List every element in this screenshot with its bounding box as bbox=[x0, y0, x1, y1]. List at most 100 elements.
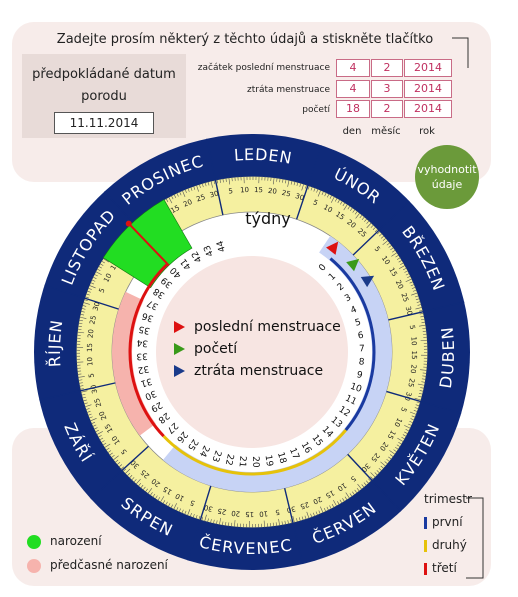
week-number: 37 bbox=[146, 297, 161, 311]
missed-period-day-field[interactable]: 4 bbox=[336, 80, 370, 98]
first-trimester-label: první bbox=[432, 515, 463, 529]
week-number: 30 bbox=[143, 387, 158, 401]
day-label: 25 bbox=[93, 397, 103, 408]
center-legend-2-icon bbox=[174, 343, 185, 355]
day-label: 15 bbox=[86, 343, 94, 352]
week-number: 17 bbox=[287, 447, 301, 461]
last-menstruation-year-field[interactable]: 2014 bbox=[404, 59, 452, 77]
conception-day-field[interactable]: 18 bbox=[336, 100, 370, 118]
day-label: 15 bbox=[254, 186, 263, 194]
center-legend-1-icon bbox=[174, 321, 185, 333]
week-number: 5 bbox=[354, 318, 362, 329]
week-number: 19 bbox=[263, 454, 275, 467]
center-legend-3-label: ztráta menstruace bbox=[194, 363, 323, 379]
week-numbers: 0123456789101112131415161718192021222324… bbox=[136, 239, 365, 468]
week-number: 36 bbox=[141, 310, 155, 323]
elapsed-zone bbox=[162, 235, 392, 492]
day-label: 10 bbox=[174, 491, 186, 502]
week-number: 31 bbox=[139, 375, 153, 388]
week-number: 6 bbox=[357, 331, 364, 342]
week-number: 8 bbox=[358, 357, 365, 368]
month-label-1: LEDEN bbox=[233, 144, 294, 167]
day-label: 20 bbox=[394, 279, 405, 290]
day-label: 25 bbox=[299, 500, 310, 510]
second-trimester-arc bbox=[162, 429, 347, 476]
last-menstruation-day-field[interactable]: 4 bbox=[336, 59, 370, 77]
day-label: 15 bbox=[324, 488, 336, 499]
day-label: 25 bbox=[281, 189, 291, 199]
day-label: 15 bbox=[169, 204, 181, 215]
conception-month-field[interactable]: 2 bbox=[371, 100, 403, 118]
conception-year-field[interactable]: 2014 bbox=[404, 100, 452, 118]
day-label: 30 bbox=[203, 503, 214, 513]
week-number: 11 bbox=[343, 394, 358, 408]
week-number: 20 bbox=[250, 456, 260, 468]
week-number: 0 bbox=[317, 262, 329, 273]
marker-3-icon bbox=[360, 275, 375, 288]
day-label: 5 bbox=[275, 508, 281, 517]
week-number: 42 bbox=[190, 249, 204, 264]
day-label: 10 bbox=[110, 434, 122, 446]
day-label: 20 bbox=[87, 329, 96, 339]
day-label: 10 bbox=[322, 203, 334, 214]
marker-1-icon bbox=[326, 241, 339, 255]
weeks-label: týdny bbox=[245, 209, 291, 228]
first-trimester-swatch bbox=[424, 517, 427, 529]
day-label: 5 bbox=[349, 474, 357, 483]
week-number: 2 bbox=[336, 282, 347, 293]
last-menstruation-month-field[interactable]: 2 bbox=[371, 59, 403, 77]
day-label: 30 bbox=[129, 458, 141, 470]
day-label: 30 bbox=[209, 190, 220, 200]
month-label-10: ŘÍJEN bbox=[44, 318, 66, 367]
last-menstruation-label: začátek poslední menstruace bbox=[197, 63, 330, 73]
day-label: 10 bbox=[380, 254, 392, 266]
day-label: 20 bbox=[182, 198, 193, 209]
due-date-pointer bbox=[128, 222, 170, 267]
premature-legend-label: předčasné narození bbox=[50, 558, 168, 572]
first-trimester-arc bbox=[329, 257, 376, 431]
week-number: 22 bbox=[223, 453, 235, 466]
day-label: 5 bbox=[120, 447, 129, 455]
day-label: 25 bbox=[217, 506, 227, 516]
week-number: 9 bbox=[356, 370, 364, 381]
missed-period-month-field[interactable]: 3 bbox=[371, 80, 403, 98]
day-label: 15 bbox=[109, 260, 121, 272]
day-label: 5 bbox=[87, 373, 96, 379]
year-column-label: rok bbox=[419, 126, 435, 137]
week-number: 4 bbox=[349, 305, 358, 317]
day-label: 15 bbox=[386, 429, 397, 441]
day-label: 20 bbox=[150, 477, 162, 489]
day-label: 30 bbox=[89, 384, 99, 395]
center-legend-1-label: poslední menstruace bbox=[194, 319, 341, 335]
week-number: 34 bbox=[136, 337, 149, 348]
week-number: 7 bbox=[359, 344, 365, 354]
day-label: 25 bbox=[399, 292, 410, 303]
day-label: 25 bbox=[356, 227, 368, 239]
day-label: 30 bbox=[286, 504, 297, 514]
center-legend-3-icon bbox=[174, 365, 185, 377]
trimester-title: trimestr bbox=[424, 492, 472, 506]
day-label: 20 bbox=[231, 509, 241, 518]
day-label: 20 bbox=[345, 218, 357, 230]
birth-legend-dot bbox=[27, 535, 41, 549]
day-label: 10 bbox=[336, 481, 348, 493]
day-label: 20 bbox=[267, 187, 277, 196]
day-label: 5 bbox=[373, 245, 382, 254]
week-number: 33 bbox=[136, 350, 148, 360]
day-label: 10 bbox=[102, 272, 113, 284]
third-trimester-swatch bbox=[424, 563, 427, 575]
missed-period-year-field[interactable]: 2014 bbox=[404, 80, 452, 98]
day-label: 10 bbox=[392, 417, 403, 429]
conception-label: početí bbox=[302, 105, 330, 115]
marker-2-icon bbox=[346, 258, 360, 272]
day-label: 15 bbox=[334, 210, 346, 222]
day-label: 25 bbox=[88, 315, 98, 325]
week-number: 10 bbox=[349, 382, 363, 395]
instruction-text: Zadejte prosím některý z těchto údajů a … bbox=[56, 32, 434, 47]
day-label: 15 bbox=[410, 350, 418, 359]
week-number: 3 bbox=[343, 293, 353, 305]
missed-period-label: ztráta menstruace bbox=[246, 85, 330, 95]
